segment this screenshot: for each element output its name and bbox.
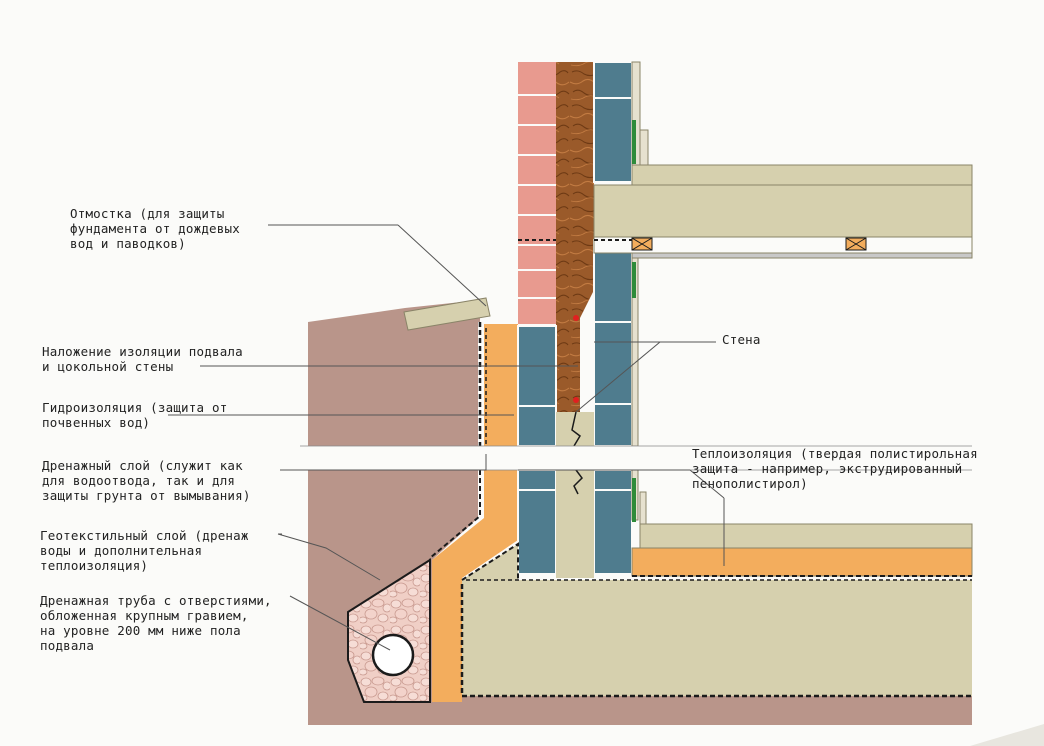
section-break <box>300 446 972 470</box>
label-waterproofing: Гидроизоляция (защита от почвенных вод) <box>42 400 228 430</box>
basement-floor <box>631 523 973 577</box>
otmostka-slab <box>403 297 491 331</box>
label-wall: Стена <box>722 332 761 347</box>
label-thermal-insulation: Теплоизоляция (твердая полистирольная за… <box>692 446 978 491</box>
brick-facing <box>518 62 556 324</box>
gravel-drain <box>347 558 431 703</box>
leader-lines <box>168 224 725 651</box>
label-drain-pipe: Дренажная труба с отверстиями, обложенна… <box>40 593 272 653</box>
label-otmostka: Отмостка (для защиты фундамента от дожде… <box>70 206 240 251</box>
interior-finish <box>631 61 649 525</box>
drain-pipe-icon <box>371 633 415 677</box>
label-insulation-overlay: Наложение изоляции подвала и цокольной с… <box>42 344 243 374</box>
label-drainage-layer: Дренажный слой (служит как для водоотвод… <box>42 458 251 503</box>
wood-core <box>556 62 594 412</box>
concrete-core <box>556 411 594 578</box>
label-geotextile: Геотекстильный слой (дренаж воды и допол… <box>40 528 249 573</box>
upper-floor <box>593 164 973 259</box>
footing <box>460 542 972 698</box>
